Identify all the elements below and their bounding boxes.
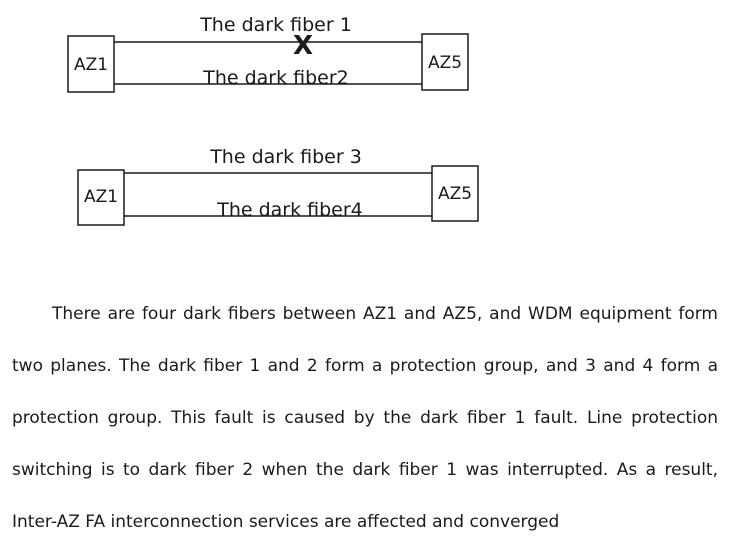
dark-fiber-4-label: The dark fiber4 — [216, 199, 363, 221]
plane-2: AZ1 AZ5 The dark fiber 3 The dark fiber4 — [77, 146, 479, 226]
az1-node-label: AZ1 — [84, 187, 118, 207]
az1-node-box — [77, 169, 125, 226]
dark-fiber-3-label: The dark fiber 3 — [209, 146, 362, 168]
fault-x-icon: X — [293, 31, 313, 61]
az5-node-label: AZ5 — [438, 184, 472, 204]
plane-1: AZ1 AZ5 The dark fiber 1 X The dark fibe… — [67, 14, 469, 93]
az5-node-box — [421, 33, 469, 91]
az1-node-label: AZ1 — [74, 55, 108, 75]
az1-node-box — [67, 35, 115, 93]
az5-node-box — [431, 165, 479, 222]
dark-fiber-2-label: The dark fiber2 — [202, 67, 349, 89]
description-paragraph: There are four dark fibers between AZ1 a… — [12, 304, 718, 532]
description-block: There are four dark fibers between AZ1 a… — [12, 288, 718, 548]
fiber-topology-diagram: AZ1 AZ5 The dark fiber 1 X The dark fibe… — [67, 14, 479, 226]
dark-fiber-1-label: The dark fiber 1 — [199, 14, 352, 36]
az5-node-label: AZ5 — [428, 53, 462, 73]
